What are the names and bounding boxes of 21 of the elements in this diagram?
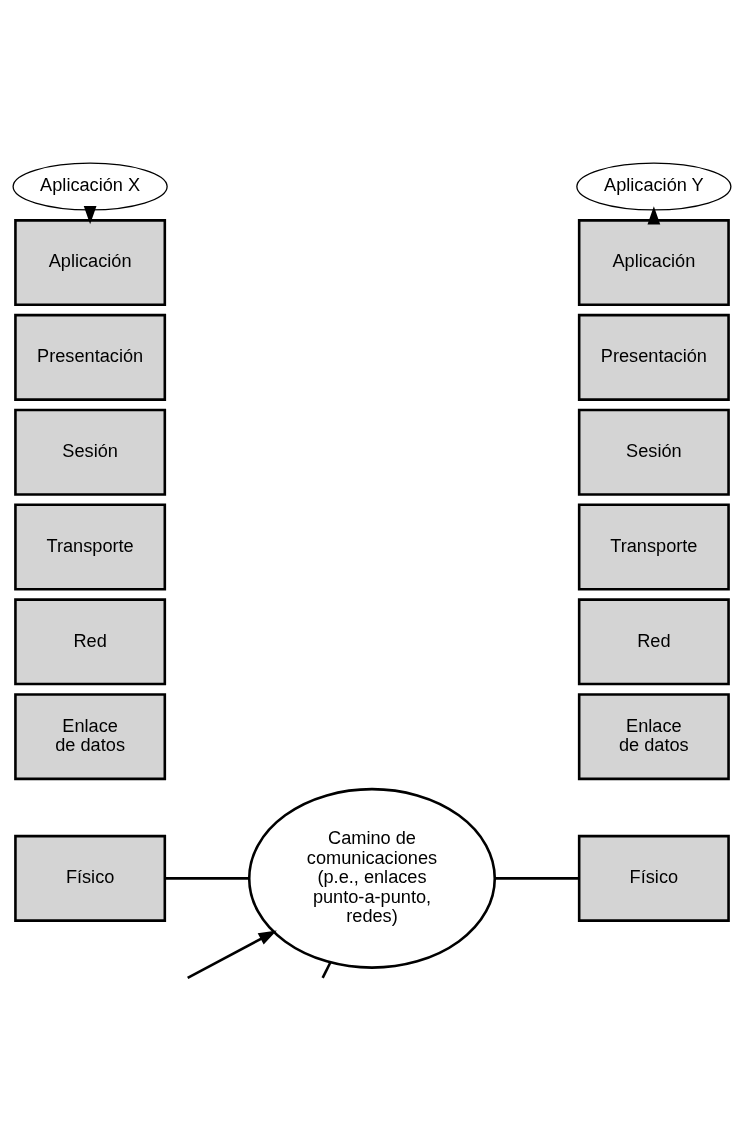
arrow xyxy=(187,930,277,979)
connector xyxy=(495,877,579,880)
node-box: Sesión xyxy=(14,408,167,496)
node-ellipse: Aplicación Y xyxy=(576,162,732,211)
node-box: Físico xyxy=(14,834,167,922)
node-box: Red xyxy=(14,598,167,686)
node-box: Presentación xyxy=(14,313,167,401)
connector xyxy=(165,877,249,880)
node-box: Enlace de datos xyxy=(577,693,730,781)
node-ellipse: Camino de comunicaciones (p.e., enlaces punto-a-punto, redes) xyxy=(247,787,497,969)
arrow xyxy=(647,206,661,225)
node-box: Aplicación xyxy=(14,219,167,307)
arrow xyxy=(83,206,97,225)
node-box: Sesión xyxy=(577,408,730,496)
node-box: Transporte xyxy=(577,503,730,591)
node-box: Enlace de datos xyxy=(14,693,167,781)
node-box: Red xyxy=(577,598,730,686)
node-box: Transporte xyxy=(14,503,167,591)
connector xyxy=(321,961,332,979)
node-box: Físico xyxy=(577,834,730,922)
node-box: Presentación xyxy=(577,313,730,401)
